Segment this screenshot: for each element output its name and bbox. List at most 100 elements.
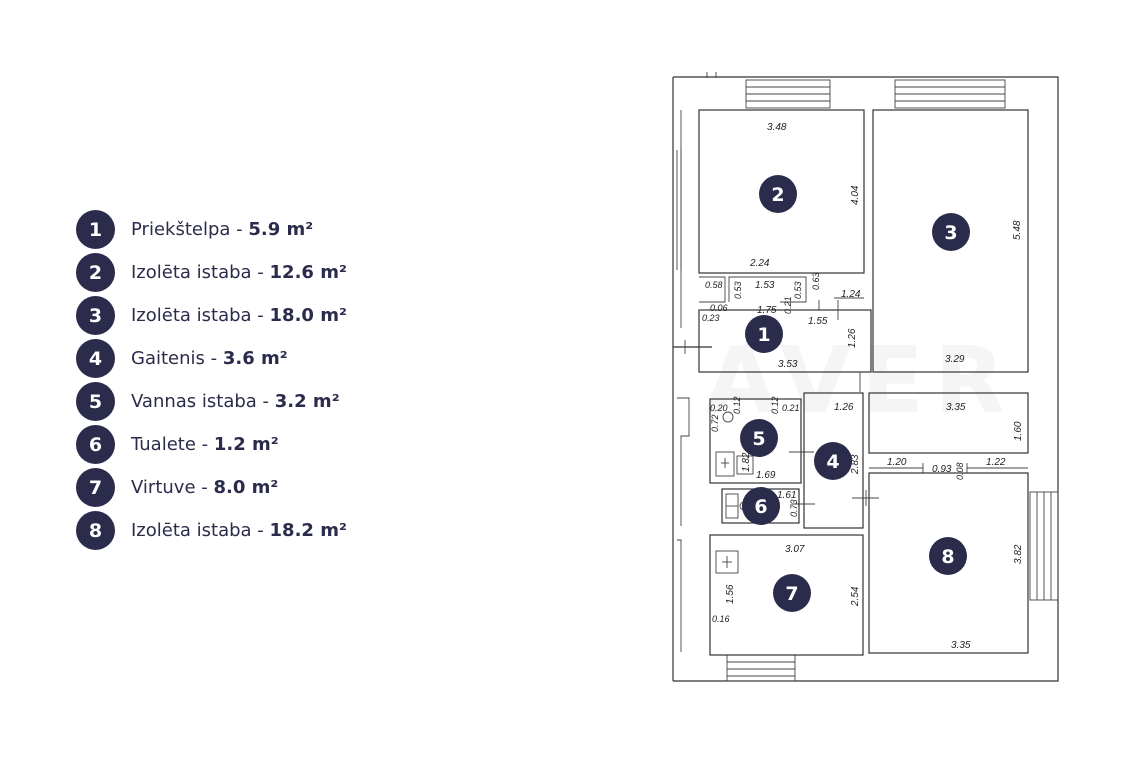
room-area: 8.0 m² — [213, 477, 279, 498]
room-number-badge: 2 — [76, 253, 115, 292]
legend-item-2: 2 Izolēta istaba - 12.6 m² — [76, 251, 496, 294]
dim-label: 3.53 — [778, 359, 798, 370]
window-left-middle — [677, 397, 690, 526]
room-3-outline — [872, 109, 1029, 373]
dim-label: 0.53 — [793, 281, 803, 299]
room-legend: 1 Priekštelpa - 5.9 m² 2 Izolēta istaba … — [76, 208, 496, 552]
dim-label: 0.53 — [733, 281, 743, 299]
legend-item-3: 3 Izolēta istaba - 18.0 m² — [76, 294, 496, 337]
room-area: 12.6 m² — [269, 262, 347, 283]
dim-label: 3.35 — [951, 640, 971, 651]
dim-label: 0.93 — [932, 464, 952, 475]
legend-item-1: 1 Priekštelpa - 5.9 m² — [76, 208, 496, 251]
room-1-closets — [673, 276, 864, 354]
dim-label: 1.22 — [986, 457, 1006, 468]
legend-text: Gaitenis - 3.6 m² — [131, 348, 288, 369]
dim-label: 0.12 — [732, 396, 742, 414]
room-badge-2: 2 — [759, 175, 797, 213]
room-8-upper-outline — [868, 392, 1029, 454]
room-badge-6: 6 — [742, 487, 780, 525]
legend-text: Vannas istaba - 3.2 m² — [131, 391, 340, 412]
room-name: Tualete — [131, 434, 196, 455]
dim-label: 0.72 — [710, 414, 720, 432]
room-badge-5: 5 — [740, 419, 778, 457]
room-name: Gaitenis — [131, 348, 205, 369]
legend-item-7: 7 Virtuve - 8.0 m² — [76, 466, 496, 509]
room-badge-label: 6 — [754, 496, 767, 518]
room-5-fixtures — [715, 411, 814, 477]
room-name: Izolēta istaba — [131, 520, 252, 541]
room-1-outline — [698, 309, 872, 373]
room-5-outline — [709, 398, 802, 484]
dim-label: 1.55 — [808, 316, 828, 327]
room-number-badge: 7 — [76, 468, 115, 507]
room-number-badge: 4 — [76, 339, 115, 378]
legend-item-5: 5 Vannas istaba - 3.2 m² — [76, 380, 496, 423]
dim-label: 0.12 — [770, 396, 780, 414]
dim-label: 3.82 — [1013, 544, 1024, 564]
room-number-badge: 3 — [76, 296, 115, 335]
dim-label: 1.69 — [756, 470, 776, 481]
room-area: 3.6 m² — [222, 348, 288, 369]
room-badge-label: 1 — [757, 324, 770, 346]
dim-label: 1.26 — [834, 402, 854, 413]
dim-label: 1.24 — [841, 289, 861, 300]
dim-label: 0.08 — [955, 462, 965, 480]
window-top-right — [894, 79, 1006, 109]
dim-label: 1.20 — [887, 457, 907, 468]
dim-label: 2.83 — [850, 454, 861, 475]
room-name: Vannas istaba — [131, 391, 257, 412]
room-number-badge: 5 — [76, 382, 115, 421]
dim-label: 3.35 — [946, 402, 966, 413]
dim-label: 0.23 — [702, 313, 720, 323]
outer-wall-line — [673, 76, 1059, 682]
room-8-partition — [869, 463, 1028, 473]
room-badge-7: 7 — [773, 574, 811, 612]
dim-label: 1.75 — [757, 305, 777, 316]
plan-room-badges: 1 2 3 4 5 6 7 8 — [740, 175, 970, 612]
room-badge-label: 5 — [752, 428, 765, 450]
dim-label: 1.82 — [741, 452, 752, 472]
legend-item-6: 6 Tualete - 1.2 m² — [76, 423, 496, 466]
legend-item-4: 4 Gaitenis - 3.6 m² — [76, 337, 496, 380]
room-name: Izolēta istaba — [131, 305, 252, 326]
room-badge-4: 4 — [814, 442, 852, 480]
dim-label: 2.24 — [749, 258, 770, 269]
room-area: 1.2 m² — [213, 434, 279, 455]
room-2-outline — [698, 109, 865, 274]
dim-label: 0.16 — [712, 614, 730, 624]
legend-text: Izolēta istaba - 18.0 m² — [131, 305, 347, 326]
room-area: 3.2 m² — [274, 391, 340, 412]
dim-label: 0.58 — [705, 280, 723, 290]
room-badge-label: 3 — [944, 222, 957, 244]
dim-label: 2.54 — [850, 586, 861, 607]
dim-label: 5.48 — [1012, 220, 1023, 240]
dim-label: 3.48 — [767, 122, 787, 133]
room-name: Izolēta istaba — [131, 262, 252, 283]
dim-label: 3.29 — [945, 354, 965, 365]
dim-label: 0.21 — [783, 296, 793, 314]
window-left-lower — [677, 539, 682, 652]
room-badge-label: 8 — [941, 546, 954, 568]
dim-label: 0.06 — [710, 303, 728, 313]
room-name: Priekštelpa — [131, 219, 231, 240]
dim-label: 0.20 — [710, 403, 728, 413]
dim-label: 1.60 — [1013, 421, 1024, 441]
room-7-fixtures — [715, 550, 739, 574]
dim-label: 1.26 — [847, 328, 858, 348]
room-badge-1: 1 — [745, 315, 783, 353]
legend-text: Izolēta istaba - 18.2 m² — [131, 520, 347, 541]
room-area: 18.2 m² — [269, 520, 347, 541]
dim-label: 1.61 — [777, 490, 796, 501]
dim-label: 0.21 — [782, 403, 800, 413]
legend-text: Izolēta istaba - 12.6 m² — [131, 262, 347, 283]
room-4-outline — [803, 392, 864, 529]
window-right — [1029, 491, 1059, 601]
legend-text: Priekštelpa - 5.9 m² — [131, 219, 314, 240]
room-8-outline — [868, 472, 1029, 654]
legend-text: Virtuve - 8.0 m² — [131, 477, 279, 498]
dim-label: 1.53 — [755, 280, 775, 291]
legend-item-8: 8 Izolēta istaba - 18.2 m² — [76, 509, 496, 552]
room-badge-8: 8 — [929, 537, 967, 575]
